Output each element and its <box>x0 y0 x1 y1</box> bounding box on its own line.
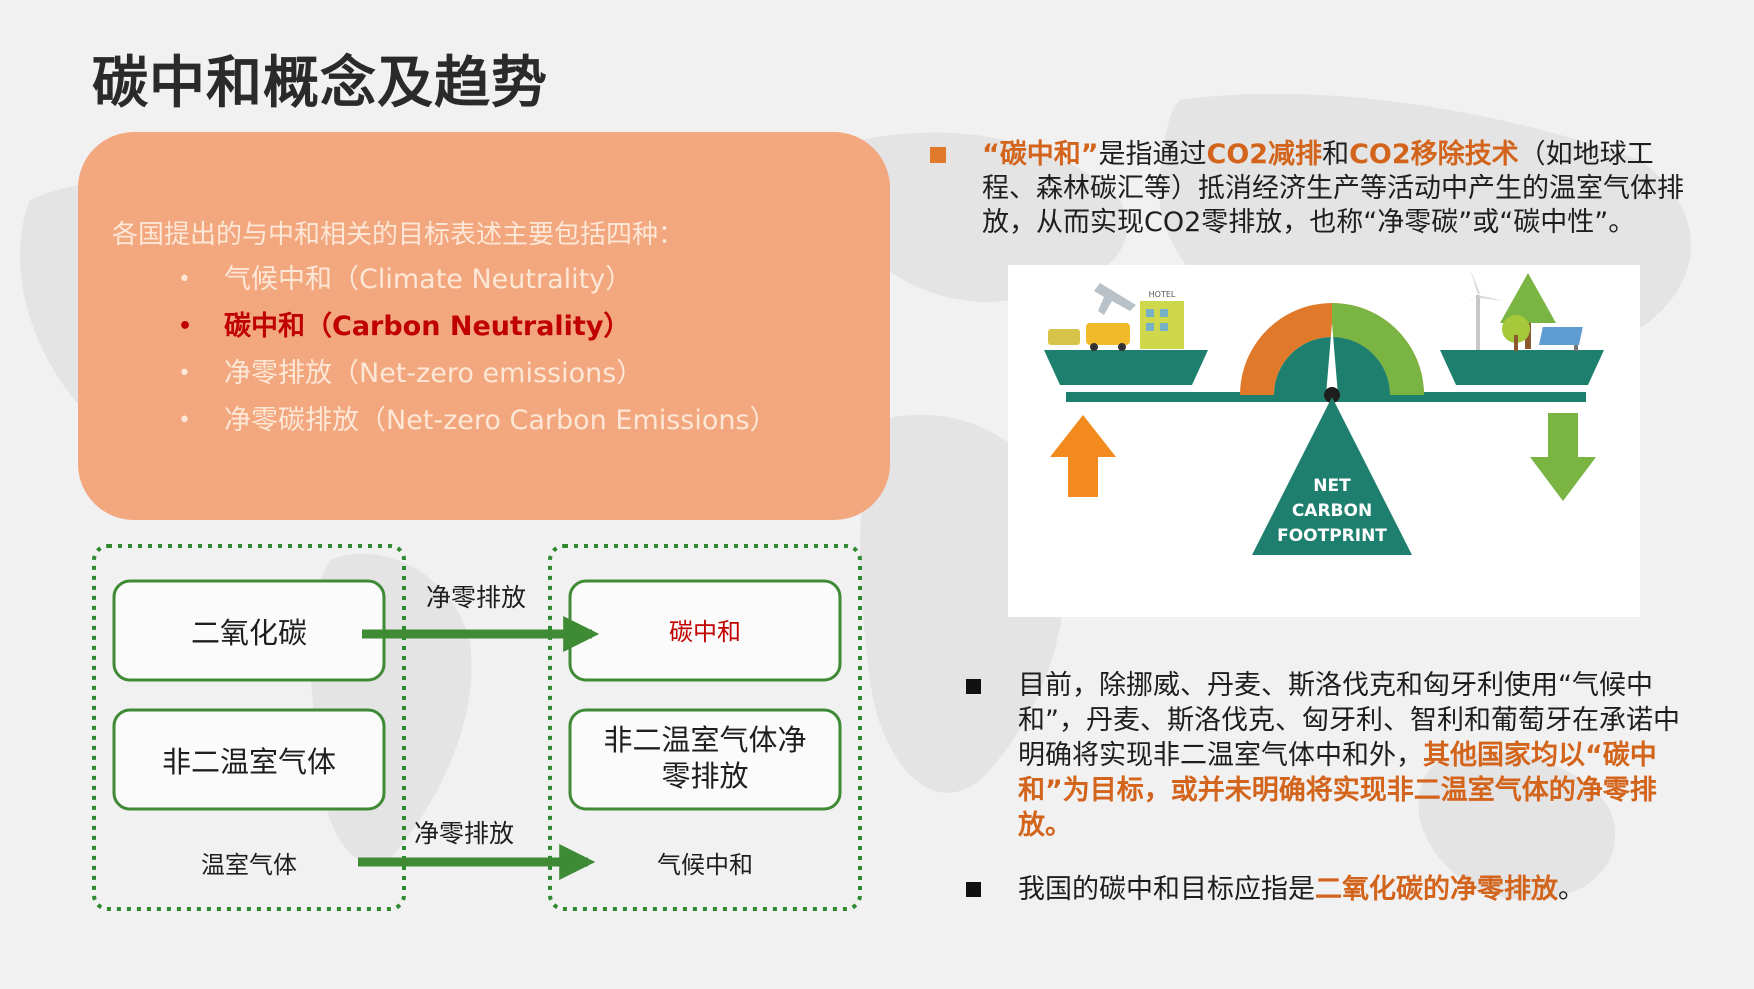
china-target-text: 我国的碳中和目标应指是二氧化碳的净零排放。 <box>1018 874 1585 905</box>
target-item-net-zero-carbon: •净零碳排放（Net-zero Carbon Emissions） <box>178 397 777 444</box>
non-co2-net-zero-box <box>568 708 842 811</box>
target-item-net-zero-emissions: •净零排放（Net-zero emissions） <box>178 350 777 397</box>
bullet-dot-icon: • <box>178 314 193 339</box>
svg-text:HOTEL: HOTEL <box>1149 290 1176 299</box>
target-list: •气候中和（Climate Neutrality） •碳中和（Carbon Ne… <box>178 256 777 444</box>
concept-mapping-diagram: 净零排放 净零排放 二氧化碳 非二温室气体 温室气体 碳中和 非二温室气体净零排… <box>92 544 862 911</box>
co2-label: 二氧化碳 <box>191 616 307 650</box>
target-statements-box: 各国提出的与中和相关的目标表述主要包括四种： •气候中和（Climate Neu… <box>78 132 890 520</box>
target-item-climate-neutrality: •气候中和（Climate Neutrality） <box>178 256 777 303</box>
bullet-dot-icon: • <box>178 361 191 386</box>
right-dotted-group <box>548 544 862 911</box>
bullet-dot-icon: • <box>178 408 191 433</box>
current-status-bullet-icon <box>966 679 981 694</box>
climate-neutral-label: 气候中和 <box>657 851 753 879</box>
china-target-bullet-icon <box>966 882 981 897</box>
bullet-dot-icon: • <box>178 267 191 292</box>
target-intro-text: 各国提出的与中和相关的目标表述主要包括四种： <box>112 220 685 250</box>
svg-text:FOOTPRINT: FOOTPRINT <box>1277 526 1387 546</box>
definition-text: “碳中和”是指通过CO2减排和CO2移除技术（如地球工程、森林碳汇等）抵消经济生… <box>982 139 1684 238</box>
current-status-text: 目前，除挪威、丹麦、斯洛伐克和匈牙利使用“气候中和”，丹麦、斯洛伐克、匈牙利、智… <box>1018 670 1680 841</box>
target-item-carbon-neutrality: •碳中和（Carbon Neutrality） <box>178 303 777 350</box>
non-co2-label: 非二温室气体 <box>162 745 336 779</box>
net-carbon-footprint-illustration: NET CARBON FOOTPRINT HOTEL <box>1008 265 1640 617</box>
non-co2-box <box>112 708 386 811</box>
carbon-neutral-label: 碳中和 <box>669 618 741 646</box>
arrow-label-bottom: 净零排放 <box>414 819 514 848</box>
arrow-label-top: 净零排放 <box>426 583 526 612</box>
svg-text:CARBON: CARBON <box>1292 501 1372 521</box>
svg-text:NET: NET <box>1313 476 1351 496</box>
definition-bullet-icon <box>930 147 946 163</box>
non-co2-net-zero-label: 非二温室气体净零排放 <box>603 723 806 793</box>
slide-title: 碳中和概念及趋势 <box>92 51 548 116</box>
left-dotted-group <box>92 544 406 911</box>
ghg-label: 温室气体 <box>201 851 297 879</box>
